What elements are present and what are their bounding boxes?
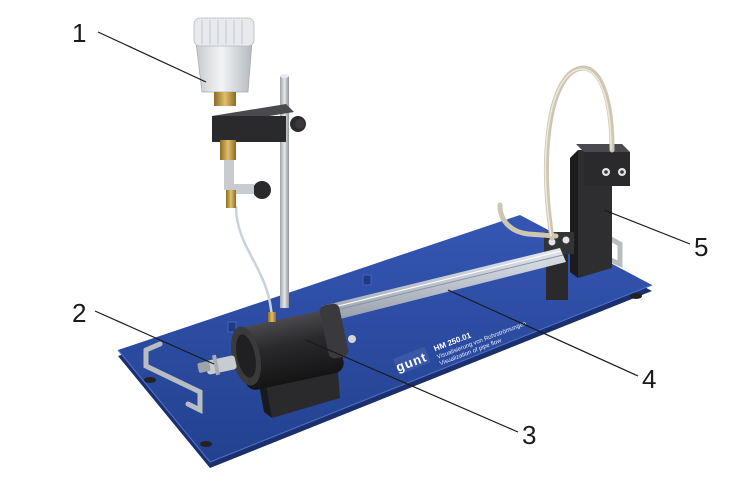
callout-2: 2	[72, 298, 86, 328]
quick-coupling	[197, 354, 237, 376]
leader-line-2	[94, 310, 215, 365]
feet	[144, 293, 642, 447]
dye-reservoir	[193, 17, 255, 106]
handle-left	[143, 341, 203, 415]
callout-labels: 1 2 3 4 5	[72, 18, 708, 450]
dye-tube	[234, 205, 274, 321]
leader-line-3	[305, 339, 519, 433]
test-pipe	[322, 248, 566, 322]
right-support	[544, 144, 630, 300]
callout-5: 5	[694, 232, 708, 262]
plate-clips	[227, 274, 372, 333]
dye-valve	[220, 140, 271, 208]
leader-lines	[94, 31, 691, 433]
injection-fitting	[268, 312, 276, 322]
callout-3: 3	[522, 420, 536, 450]
inlet-chamber	[230, 303, 356, 390]
stand-rod	[280, 74, 289, 308]
callout-4: 4	[642, 364, 656, 394]
base-plate	[117, 215, 653, 468]
reservoir-clamp	[212, 104, 306, 142]
callout-1: 1	[72, 18, 86, 48]
leader-line-5	[603, 209, 691, 245]
leader-line-4	[447, 289, 639, 377]
hose-sheen	[544, 68, 612, 237]
leader-line-1	[97, 31, 207, 83]
